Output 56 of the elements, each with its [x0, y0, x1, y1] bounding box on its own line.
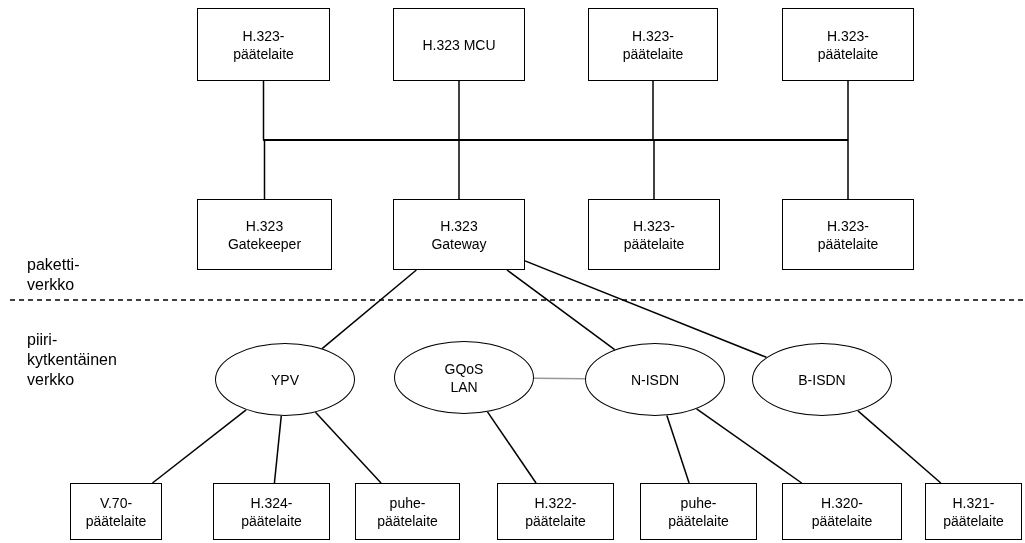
connector-line	[458, 80, 460, 141]
node-label: V.70- päätelaite	[84, 493, 148, 530]
node-label: H.323 Gatekeeper	[226, 216, 303, 253]
connector-line	[263, 139, 266, 200]
connector-line	[666, 414, 690, 484]
node-label: H.324- päätelaite	[240, 493, 303, 530]
connector-line	[506, 269, 616, 351]
connector-line	[314, 411, 382, 484]
connector-line	[524, 260, 768, 359]
connector-line	[151, 409, 247, 484]
device-box	[782, 199, 914, 270]
node-label: puhe- päätelaite	[667, 493, 730, 530]
zone-label: piiri- kytkentäinen verkko	[27, 330, 118, 390]
connector-line	[262, 80, 265, 141]
node-label: GQoS LAN	[443, 359, 485, 396]
connector-line	[652, 80, 654, 141]
node-label: H.321- päätelaite	[942, 493, 1005, 530]
node-label: H.320- päätelaite	[810, 493, 874, 530]
device-box	[393, 8, 525, 81]
device-box	[197, 8, 330, 81]
connector-line	[847, 80, 849, 141]
connector-line	[458, 139, 460, 200]
connector-line	[273, 415, 282, 484]
bus-line	[263, 139, 848, 141]
node-label: H.323- päätelaite	[621, 26, 685, 63]
connector-line	[486, 411, 537, 484]
device-box	[588, 8, 718, 81]
node-label: H.323 Gateway	[430, 216, 488, 253]
device-box	[497, 483, 614, 540]
device-box	[925, 483, 1022, 540]
node-label: H.323- päätelaite	[232, 26, 295, 63]
node-label: H.323- päätelaite	[622, 216, 686, 253]
device-box	[588, 199, 720, 270]
device-box	[640, 483, 757, 540]
device-box	[70, 483, 162, 540]
device-box	[782, 8, 914, 81]
node-label: YPV	[271, 370, 299, 389]
connector-line	[533, 377, 586, 380]
device-box	[213, 483, 330, 540]
connector-line	[695, 408, 803, 484]
device-box	[355, 483, 460, 540]
connector-line	[653, 139, 655, 200]
node-label: B-ISDN	[798, 370, 846, 389]
connector-line	[847, 139, 849, 200]
node-label: H.323 MCU	[422, 35, 496, 54]
connector-line	[321, 269, 418, 350]
node-label: H.323- päätelaite	[816, 26, 880, 63]
node-label: puhe- päätelaite	[376, 493, 439, 530]
connector-line	[857, 410, 942, 484]
device-box	[393, 199, 525, 270]
node-label: N-ISDN	[630, 370, 680, 389]
device-box	[197, 199, 332, 270]
node-label: H.323- päätelaite	[816, 216, 880, 253]
zone-label: paketti- verkko	[27, 255, 81, 295]
node-label: H.322- päätelaite	[524, 493, 587, 530]
device-box	[782, 483, 902, 540]
